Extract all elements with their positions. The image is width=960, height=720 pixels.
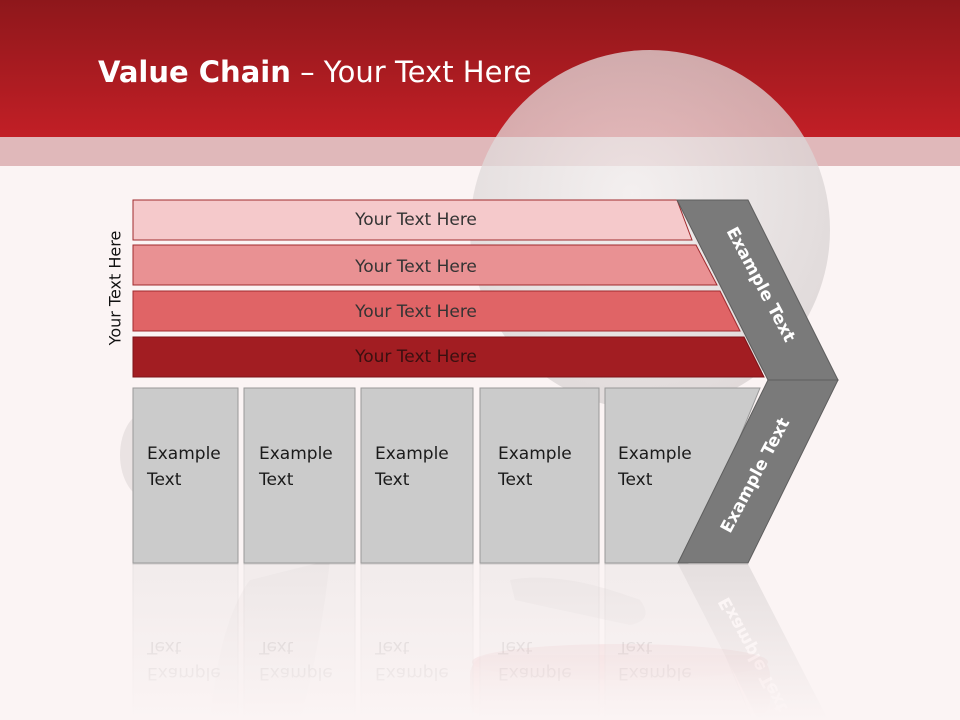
margin-arrow-lower	[677, 379, 839, 564]
cell-4-line2: Text	[497, 470, 533, 490]
reflection-fade	[100, 565, 860, 720]
support-row-1	[132, 199, 693, 241]
support-row-1-label: Your Text Here	[354, 210, 477, 230]
cell-2-line2: Text	[258, 470, 294, 490]
primary-cell-3	[360, 387, 474, 564]
support-row-2-label: Your Text Here	[354, 257, 477, 277]
support-row-3-label: Your Text Here	[354, 302, 477, 322]
cell-1-line1: Example	[147, 444, 221, 464]
primary-cell-2	[243, 387, 356, 564]
support-row-3	[132, 290, 741, 332]
primary-cell-4	[479, 387, 600, 564]
side-label: Your Text Here	[105, 230, 125, 346]
cell-5-line2: Text	[617, 470, 653, 490]
cell-3-line1: Example	[375, 444, 449, 464]
cell-5-line1: Example	[618, 444, 692, 464]
cell-3-line2: Text	[374, 470, 410, 490]
title-rest: – Your Text Here	[290, 55, 532, 89]
slide-title: Value Chain – Your Text Here	[98, 55, 532, 89]
primary-cell-1	[132, 387, 239, 564]
cell-2-line1: Example	[259, 444, 333, 464]
cell-4-line1: Example	[498, 444, 572, 464]
slide-header	[0, 0, 960, 137]
support-row-4-label: Your Text Here	[354, 347, 477, 367]
support-row-2	[132, 244, 718, 286]
title-bold: Value Chain	[98, 55, 291, 89]
cell-1-line2: Text	[146, 470, 182, 490]
support-row-4	[132, 336, 765, 378]
